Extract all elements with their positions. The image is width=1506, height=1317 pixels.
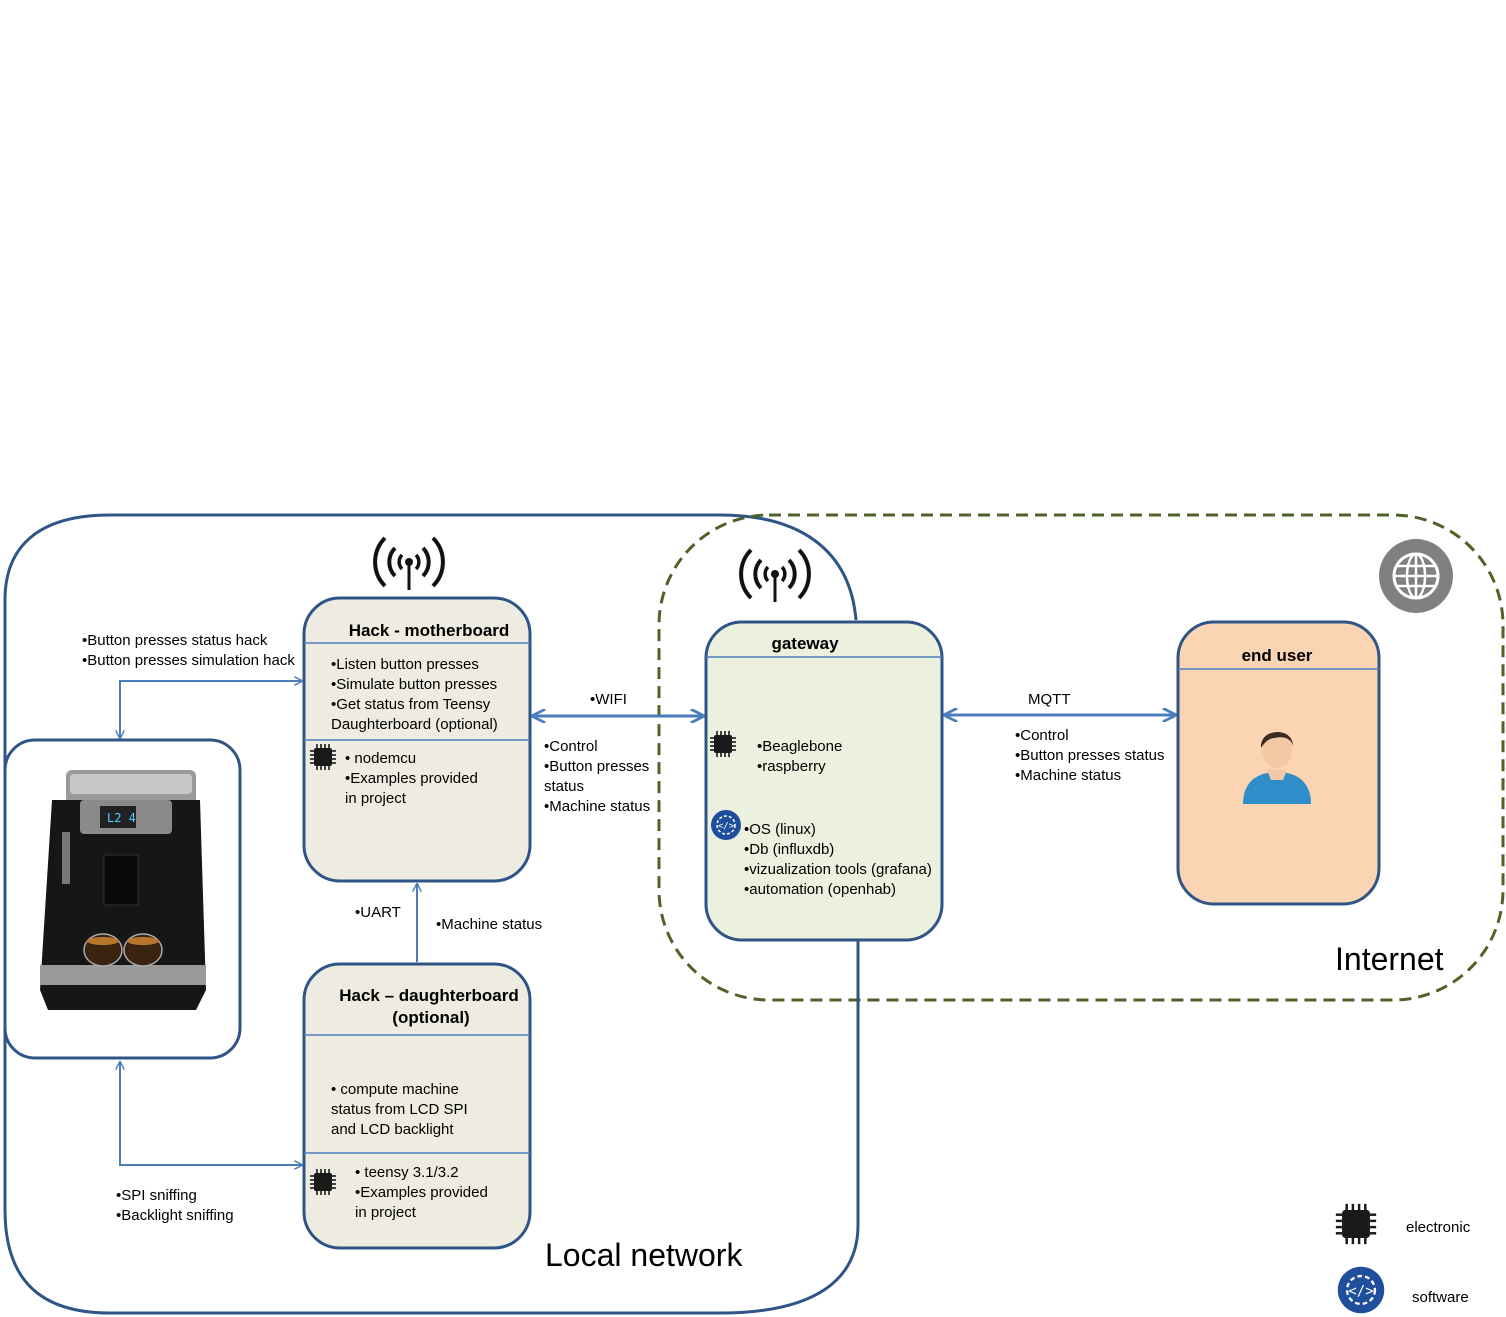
- link-label: •Button presses: [544, 758, 649, 775]
- link-label: •Machine status: [436, 916, 542, 933]
- link-label: status: [544, 778, 584, 795]
- end-user-box: end user: [1176, 620, 1381, 906]
- link-label: •Button presses status hack: [82, 632, 268, 649]
- legend: electronic software: [1334, 1202, 1471, 1315]
- daughterboard-subtitle: (optional): [392, 1008, 469, 1027]
- motherboard-title: Hack - motherboard: [349, 621, 510, 640]
- daughterboard-feature: • compute machine: [331, 1081, 459, 1098]
- link-label: •UART: [355, 904, 401, 921]
- daughterboard-feature: and LCD backlight: [331, 1121, 454, 1138]
- gateway-software: •vizualization tools (grafana): [744, 861, 932, 878]
- internet-label: Internet: [1335, 941, 1444, 977]
- link-label: •Button presses simulation hack: [82, 652, 295, 669]
- link-label: •Backlight sniffing: [116, 1207, 234, 1224]
- motherboard-feature: •Listen button presses: [331, 656, 479, 673]
- local-network-label: Local network: [545, 1237, 743, 1273]
- link-label: MQTT: [1028, 691, 1071, 708]
- motherboard-feature: •Get status from Teensy: [331, 696, 491, 713]
- daughterboard-title: Hack – daughterboard: [339, 986, 519, 1005]
- daughterboard-hardware: •Examples provided: [355, 1184, 488, 1201]
- gateway-software: •Db (influxdb): [744, 841, 834, 858]
- legend-software-label: software: [1412, 1289, 1469, 1306]
- gateway-title: gateway: [771, 634, 839, 653]
- coffee-machine-image: L2 4: [40, 770, 206, 1010]
- link-label: •Button presses status: [1015, 747, 1165, 764]
- motherboard-feature: •Simulate button presses: [331, 676, 497, 693]
- gateway-hardware: •Beaglebone: [757, 738, 842, 755]
- daughterboard-hardware: • teensy 3.1/3.2: [355, 1164, 459, 1181]
- daughterboard-box: Hack – daughterboard (optional) • comput…: [302, 962, 532, 1250]
- link-label: •Machine status: [544, 798, 650, 815]
- user-avatar-icon: [1243, 731, 1311, 804]
- motherboard-hardware: •Examples provided: [345, 770, 478, 787]
- svg-text:L2 4: L2 4: [107, 811, 136, 825]
- link-label: •Control: [1015, 727, 1069, 744]
- legend-electronic-label: electronic: [1406, 1219, 1471, 1236]
- motherboard-box: Hack - motherboard •Listen button presse…: [302, 596, 532, 883]
- daughterboard-feature: status from LCD SPI: [331, 1101, 468, 1118]
- connector-coffee-motherboard: [120, 681, 302, 738]
- software-gear-icon: [710, 809, 742, 841]
- end-user-title: end user: [1242, 646, 1313, 665]
- gateway-software: •OS (linux): [744, 821, 816, 838]
- daughterboard-hardware: in project: [355, 1204, 417, 1221]
- motherboard-hardware: in project: [345, 790, 407, 807]
- link-label: •Machine status: [1015, 767, 1121, 784]
- connector-coffee-daughterboard: [120, 1062, 302, 1165]
- motherboard-hardware: • nodemcu: [345, 750, 416, 767]
- chip-icon: [1334, 1202, 1378, 1246]
- wifi-tower-icon: [373, 536, 445, 592]
- wifi-tower-icon: [739, 548, 811, 604]
- link-label: •Control: [544, 738, 598, 755]
- motherboard-feature: Daughterboard (optional): [331, 716, 498, 733]
- internet-boundary: [657, 513, 1505, 1002]
- gateway-software: •automation (openhab): [744, 881, 896, 898]
- software-gear-icon: [1336, 1265, 1386, 1315]
- gateway-box: gateway •Beaglebone •raspberry •OS (linu…: [704, 620, 944, 942]
- link-label: •WIFI: [590, 691, 627, 708]
- globe-icon: [1379, 539, 1453, 613]
- link-label: •SPI sniffing: [116, 1187, 197, 1204]
- gateway-hardware: •raspberry: [757, 758, 826, 775]
